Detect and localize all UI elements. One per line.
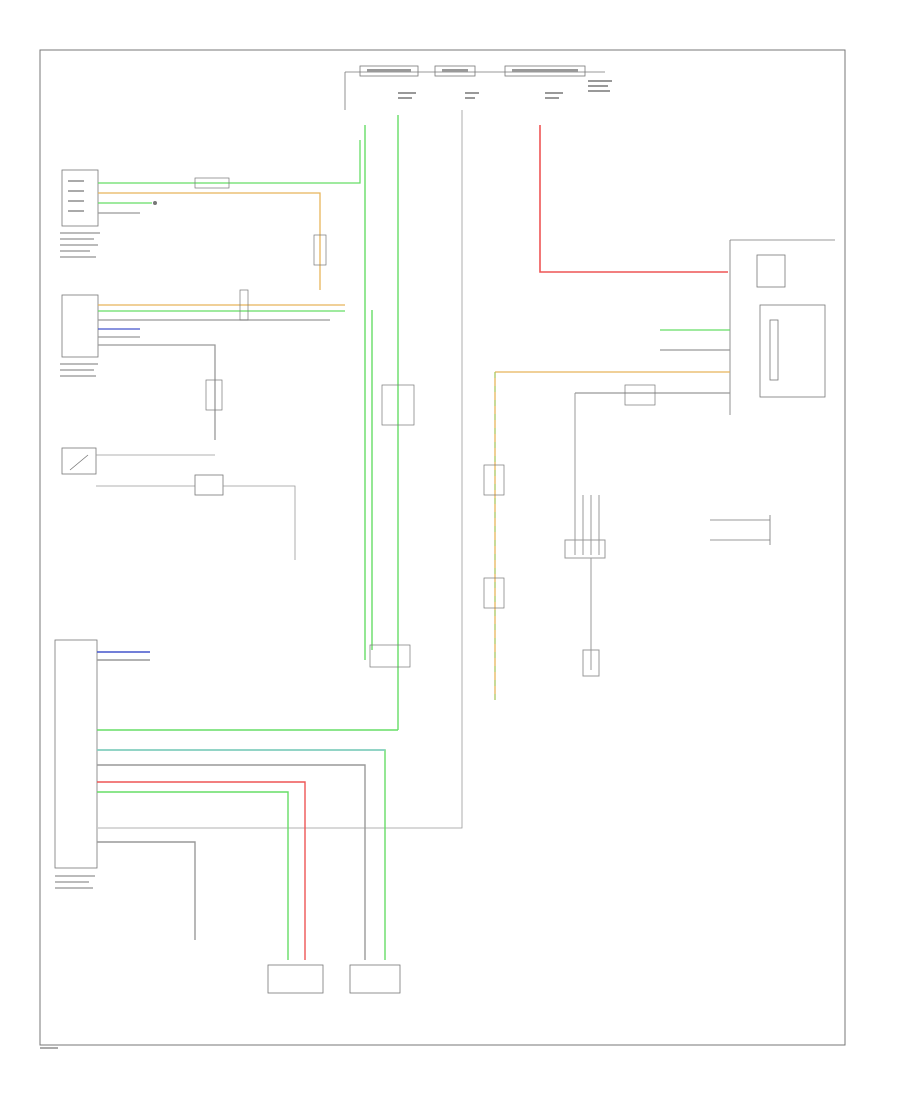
gauge-cluster <box>729 239 835 415</box>
module-b-wires <box>98 304 345 440</box>
switch-element <box>61 447 296 560</box>
module-a <box>60 169 100 258</box>
junction-b2 <box>205 379 223 411</box>
gauge-wires <box>495 329 730 394</box>
red-wire-gauge <box>539 125 728 273</box>
ground-point-a <box>153 201 157 205</box>
ecu-wires <box>97 651 398 960</box>
seat-connector-a <box>267 964 324 994</box>
seat-connector-b <box>349 964 401 994</box>
module-b <box>60 294 99 377</box>
diagram-frame <box>39 49 846 1046</box>
module-a-wires <box>98 140 361 290</box>
gray-return-line <box>98 110 463 829</box>
junction-orange-2 <box>483 577 505 609</box>
wire-bundle <box>564 393 606 677</box>
junction-orange-1 <box>483 464 505 496</box>
sensor-element <box>710 515 771 545</box>
ecu-module <box>54 639 98 889</box>
top-connector-strip <box>344 65 605 110</box>
junction-lower <box>369 644 411 668</box>
top-label-stubs <box>367 69 612 99</box>
green-trunks <box>364 115 399 730</box>
junction-a2 <box>313 234 327 266</box>
junction-center <box>381 384 415 426</box>
connector-a1 <box>194 177 230 189</box>
junction-bundle-top <box>624 384 656 406</box>
junction-b1 <box>239 289 249 321</box>
